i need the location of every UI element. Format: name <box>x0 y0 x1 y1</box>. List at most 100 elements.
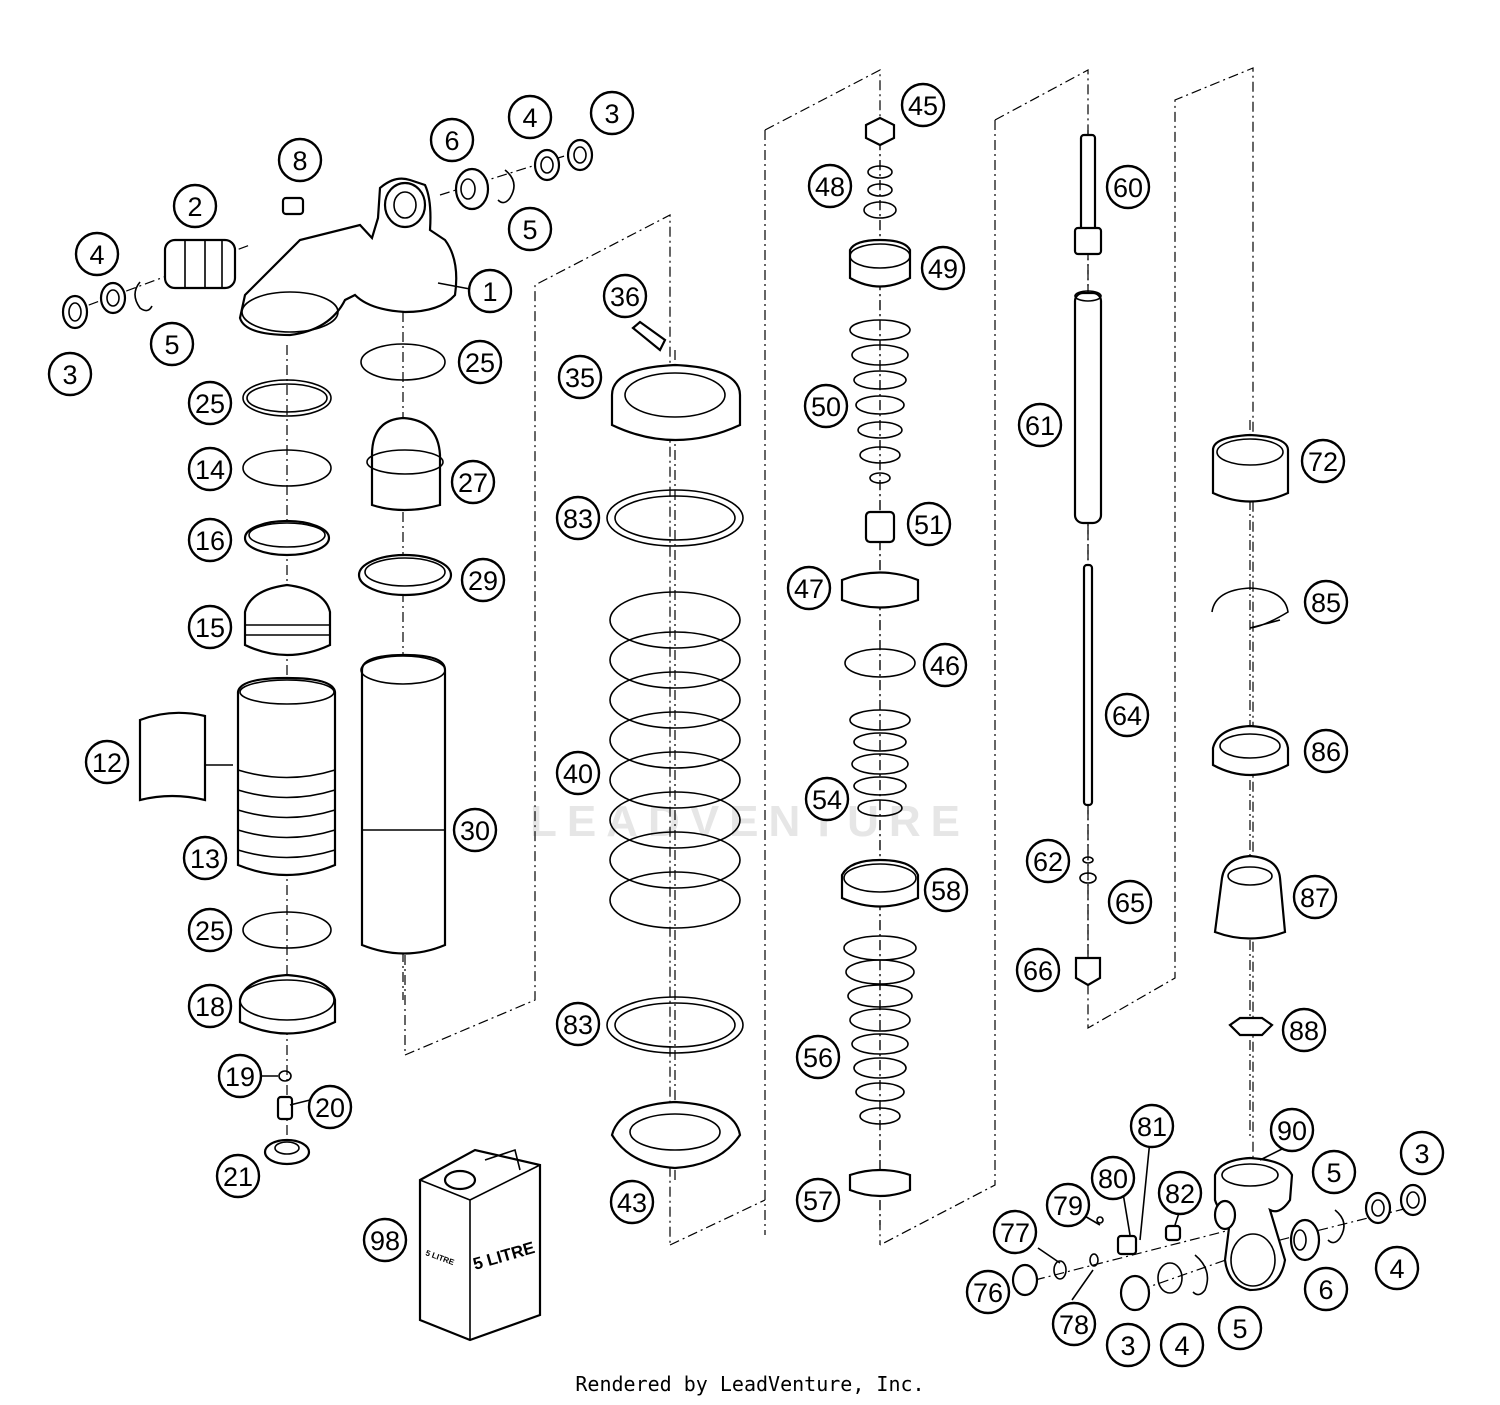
callout-number: 25 <box>195 389 225 419</box>
callout-number: 3 <box>62 360 77 390</box>
callout-circle <box>1051 1301 1097 1347</box>
callout-65: 65 <box>1107 879 1153 925</box>
callout-circle <box>1105 1322 1151 1368</box>
callout-number: 4 <box>1389 1254 1404 1284</box>
callout-number: 54 <box>812 785 842 815</box>
callout-circle <box>602 273 648 319</box>
callout-60: 60 <box>1105 164 1151 210</box>
callout-50: 50 <box>803 383 849 429</box>
callout-8: 8 <box>277 137 323 183</box>
oil-can: 5 LITRE 5 LITRE <box>418 1148 542 1342</box>
callout-number: 8 <box>292 146 307 176</box>
callout-16: 16 <box>187 517 233 563</box>
callout-circle <box>1217 1305 1263 1351</box>
part-callouts: 1233334444555566812131415161819202125252… <box>47 82 1445 1368</box>
callout-number: 12 <box>92 748 122 778</box>
callout-number: 45 <box>908 91 938 121</box>
spring-parts <box>606 320 744 1170</box>
callout-number: 82 <box>1165 1179 1195 1209</box>
callout-circle <box>450 459 496 505</box>
callout-5: 5 <box>507 206 553 252</box>
callout-number: 18 <box>195 992 225 1022</box>
callout-circle <box>906 501 952 547</box>
callout-29: 29 <box>460 557 506 603</box>
callout-circle <box>460 557 506 603</box>
callout-4: 4 <box>1374 1245 1420 1291</box>
callout-number: 4 <box>522 103 537 133</box>
eye-bearing-parts <box>454 138 594 211</box>
callout-number: 90 <box>1277 1116 1307 1146</box>
callout-number: 40 <box>563 759 593 789</box>
callout-circle <box>1107 879 1153 925</box>
callout-number: 50 <box>811 392 841 422</box>
callout-21: 21 <box>215 1153 261 1199</box>
callout-58: 58 <box>923 867 969 913</box>
callout-circle <box>1025 838 1071 884</box>
callout-circle <box>920 245 966 291</box>
callout-number: 57 <box>803 1186 833 1216</box>
callout-number: 61 <box>1025 411 1055 441</box>
callout-circle <box>1399 1130 1445 1176</box>
callout-number: 16 <box>195 526 225 556</box>
callout-98: 98 <box>362 1217 408 1263</box>
callout-79: 79 <box>1045 1182 1091 1228</box>
callout-25: 25 <box>187 380 233 426</box>
callout-1: 1 <box>467 268 513 314</box>
watermark-text: LEADVENTURE <box>530 797 970 846</box>
callout-circle <box>555 495 601 541</box>
callout-57: 57 <box>795 1177 841 1223</box>
callout-72: 72 <box>1300 438 1346 484</box>
callout-circle <box>452 807 498 853</box>
callout-number: 81 <box>1137 1112 1167 1142</box>
callout-number: 4 <box>89 240 104 270</box>
callout-circle <box>1311 1149 1357 1195</box>
callout-circle <box>1104 692 1150 738</box>
callout-30: 30 <box>452 807 498 853</box>
callout-number: 56 <box>803 1043 833 1073</box>
callout-number: 72 <box>1308 447 1338 477</box>
callout-88: 88 <box>1281 1007 1327 1053</box>
callout-circle <box>457 339 503 385</box>
callout-14: 14 <box>187 446 233 492</box>
callout-number: 25 <box>465 348 495 378</box>
callout-circle <box>467 268 513 314</box>
callout-circle <box>804 776 850 822</box>
callout-circle <box>187 604 233 650</box>
callout-78: 78 <box>1051 1301 1097 1347</box>
callout-number: 30 <box>460 816 490 846</box>
callout-number: 49 <box>928 254 958 284</box>
callout-number: 5 <box>1326 1158 1341 1188</box>
callout-4: 4 <box>507 94 553 140</box>
callout-number: 5 <box>164 330 179 360</box>
callout-circle <box>1157 1170 1203 1216</box>
callout-circle <box>182 835 228 881</box>
callout-circle <box>187 446 233 492</box>
piston-valve-parts <box>840 116 920 1198</box>
callout-circle <box>786 565 832 611</box>
callout-90: 90 <box>1269 1107 1315 1153</box>
callout-13: 13 <box>182 835 228 881</box>
callout-5: 5 <box>1217 1305 1263 1351</box>
callout-number: 64 <box>1112 701 1142 731</box>
callout-2: 2 <box>172 183 218 229</box>
callout-circle <box>1303 1266 1349 1312</box>
callout-45: 45 <box>900 82 946 128</box>
callout-number: 51 <box>914 510 944 540</box>
callout-number: 14 <box>195 455 225 485</box>
callout-circle <box>1374 1245 1420 1291</box>
callout-80: 80 <box>1090 1155 1136 1201</box>
callout-circle <box>1269 1107 1315 1153</box>
callout-number: 48 <box>815 172 845 202</box>
seal-head-parts <box>1011 433 1427 1312</box>
callout-circle <box>187 380 233 426</box>
callout-6: 6 <box>1303 1266 1349 1312</box>
callout-number: 19 <box>225 1062 255 1092</box>
callout-20: 20 <box>307 1084 353 1130</box>
callout-4: 4 <box>74 231 120 277</box>
callout-number: 88 <box>1289 1016 1319 1046</box>
callout-number: 65 <box>1115 888 1145 918</box>
callout-circle <box>307 1084 353 1130</box>
callout-number: 2 <box>187 192 202 222</box>
callout-25: 25 <box>187 907 233 953</box>
footer-credit: Rendered by LeadVenture, Inc. <box>575 1372 925 1396</box>
